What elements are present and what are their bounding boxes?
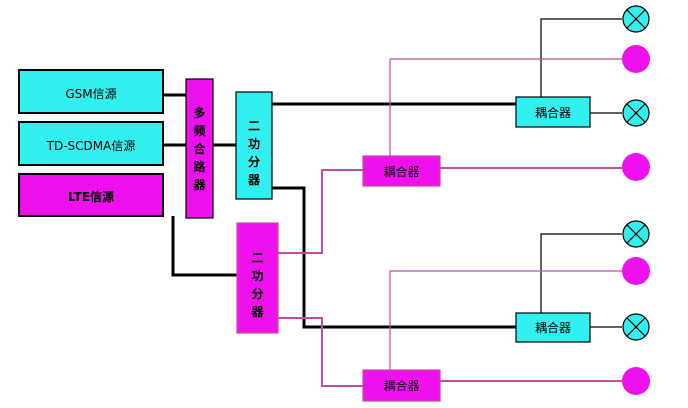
cyan-crossed-antenna-icon [622, 5, 650, 33]
combiner-char-1: 多 [193, 105, 205, 120]
magenta-antenna-icon [622, 367, 650, 395]
multiband-combiner: 多 频 合 路 器 [185, 78, 214, 219]
coupler-cyan-top: 耦合器 [515, 96, 591, 128]
black-signal-lines [163, 93, 516, 329]
thin-black-lines [540, 18, 622, 328]
splitter-top: 二 功 分 器 [235, 91, 273, 200]
coupler-cyan-bottom-label: 耦合器 [535, 320, 571, 335]
combiner-char-5: 器 [192, 178, 206, 192]
splitter-top-char-4: 器 [247, 173, 261, 187]
coupler-magenta-top-label: 耦合器 [383, 164, 419, 179]
coupler-magenta-bottom-label: 耦合器 [383, 378, 419, 393]
splitter-bottom-char-2: 功 [251, 268, 263, 283]
cyan-crossed-antenna-icon [622, 99, 650, 127]
splitter-bottom-char-4: 器 [250, 305, 264, 319]
combiner-char-4: 路 [193, 159, 206, 174]
cyan-crossed-antenna-icon [622, 313, 650, 341]
coupler-magenta-bottom: 耦合器 [362, 369, 441, 402]
combiner-char-2: 频 [193, 123, 205, 138]
coupler-magenta-top: 耦合器 [362, 155, 441, 187]
magenta-antenna-icon [622, 45, 650, 73]
coupler-cyan-top-label: 耦合器 [535, 105, 571, 120]
tdscdma-source-label: TD-SCDMA信源 [46, 139, 136, 153]
splitter-top-char-1: 二 [248, 119, 260, 133]
tdscdma-source: TD-SCDMA信源 [18, 121, 164, 166]
splitter-bottom-char-1: 二 [251, 251, 263, 265]
thin-magenta-lines [389, 58, 622, 370]
cyan-crossed-antenna-icon [622, 220, 650, 248]
splitter-top-char-3: 分 [248, 154, 260, 169]
combiner-char-3: 合 [193, 141, 206, 156]
splitter-bottom: 二 功 分 器 [236, 222, 279, 334]
magenta-antenna-icon [622, 153, 650, 181]
splitter-bottom-char-3: 分 [251, 286, 263, 301]
lte-source-label: LTE信源 [68, 189, 114, 204]
splitter-top-char-2: 功 [248, 136, 260, 151]
gsm-source: GSM信源 [18, 69, 164, 114]
coupler-cyan-bottom: 耦合器 [515, 312, 591, 343]
magenta-signal-lines [278, 167, 622, 387]
magenta-antenna-icon [622, 257, 650, 285]
gsm-source-label: GSM信源 [65, 87, 116, 101]
lte-source: LTE信源 [18, 173, 164, 217]
